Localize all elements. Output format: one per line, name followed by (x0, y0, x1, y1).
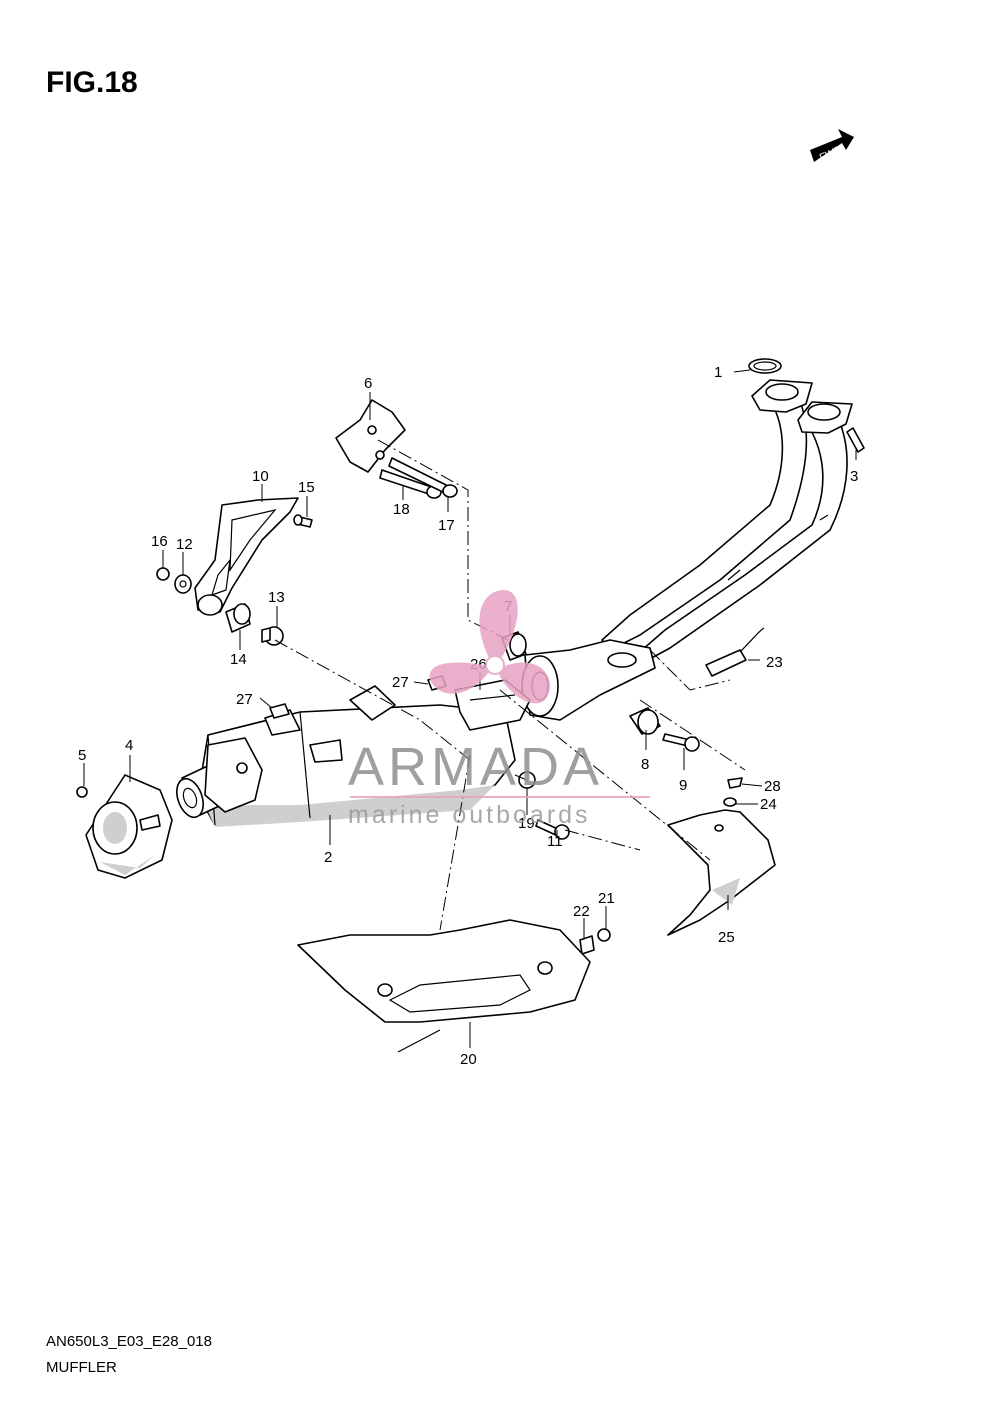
muffler-lower-cover (297, 919, 591, 1053)
callout-21: 21 (598, 890, 615, 907)
collar-13 (261, 626, 284, 646)
assembly-lines (274, 439, 746, 931)
callout-labels: 1 2 3 4 5 6 7 8 9 10 11 12 13 14 15 16 1… (78, 364, 858, 1068)
callout-2: 2 (324, 849, 332, 866)
callout-14: 14 (230, 651, 247, 668)
callout-13: 13 (268, 589, 285, 606)
callout-9: 9 (679, 777, 687, 794)
figure-code: AN650L3_E03_E28_018 (46, 1333, 212, 1350)
cushion-14 (225, 603, 251, 633)
callout-6: 6 (364, 375, 372, 392)
callout-24: 24 (760, 796, 777, 813)
long-bolts (379, 457, 458, 499)
callout-11: 11 (547, 833, 563, 850)
nut-16 (156, 567, 170, 581)
footrest-bracket (194, 497, 299, 616)
callout-15: 15 (298, 479, 315, 496)
callout-5: 5 (78, 747, 86, 764)
muffler-end-cover (85, 774, 173, 879)
watermark-tagline: marine outboards (348, 801, 591, 829)
washer-12 (174, 574, 192, 594)
callout-19: 19 (518, 815, 535, 832)
callout-20: 20 (460, 1051, 477, 1068)
figure-name: MUFFLER (46, 1359, 117, 1376)
leader-lines (83, 369, 857, 1048)
callout-27a: 27 (392, 674, 409, 691)
callout-12: 12 (176, 536, 193, 553)
muffler-body (176, 685, 516, 827)
callout-10: 10 (252, 468, 269, 485)
fwd-arrow-icon: FWD (810, 129, 854, 164)
cushion-8 (629, 707, 661, 735)
screw-5 (76, 786, 88, 798)
collar-22 (579, 935, 595, 955)
bolt-11 (535, 819, 570, 840)
callout-27b: 27 (236, 691, 253, 708)
callout-18: 18 (393, 501, 410, 518)
nut-24 (723, 797, 737, 807)
callout-8: 8 (641, 756, 649, 773)
clip-27b (269, 703, 290, 719)
heat-cover (667, 809, 776, 936)
stud-bolt (846, 427, 865, 453)
callout-28: 28 (764, 778, 781, 795)
callout-25: 25 (718, 929, 735, 946)
bolt-9 (662, 733, 700, 752)
exhaust-pipe (601, 358, 853, 661)
callout-17: 17 (438, 517, 455, 534)
callout-23: 23 (766, 654, 783, 671)
propeller-logo-icon (429, 590, 550, 704)
callout-4: 4 (125, 737, 133, 754)
oxygen-sensor (705, 627, 765, 677)
figure-title: FIG.18 (46, 66, 138, 99)
armada-watermark: ARMADA marine outboards (348, 590, 650, 829)
callout-3: 3 (850, 468, 858, 485)
muffler-bracket-upper (335, 399, 406, 473)
bolt-15 (293, 514, 313, 528)
callout-16: 16 (151, 533, 168, 550)
bolt-21 (597, 928, 611, 942)
callout-1: 1 (714, 364, 722, 381)
screw-28 (727, 777, 743, 789)
watermark-brand: ARMADA (348, 737, 603, 797)
callout-22: 22 (573, 903, 590, 920)
